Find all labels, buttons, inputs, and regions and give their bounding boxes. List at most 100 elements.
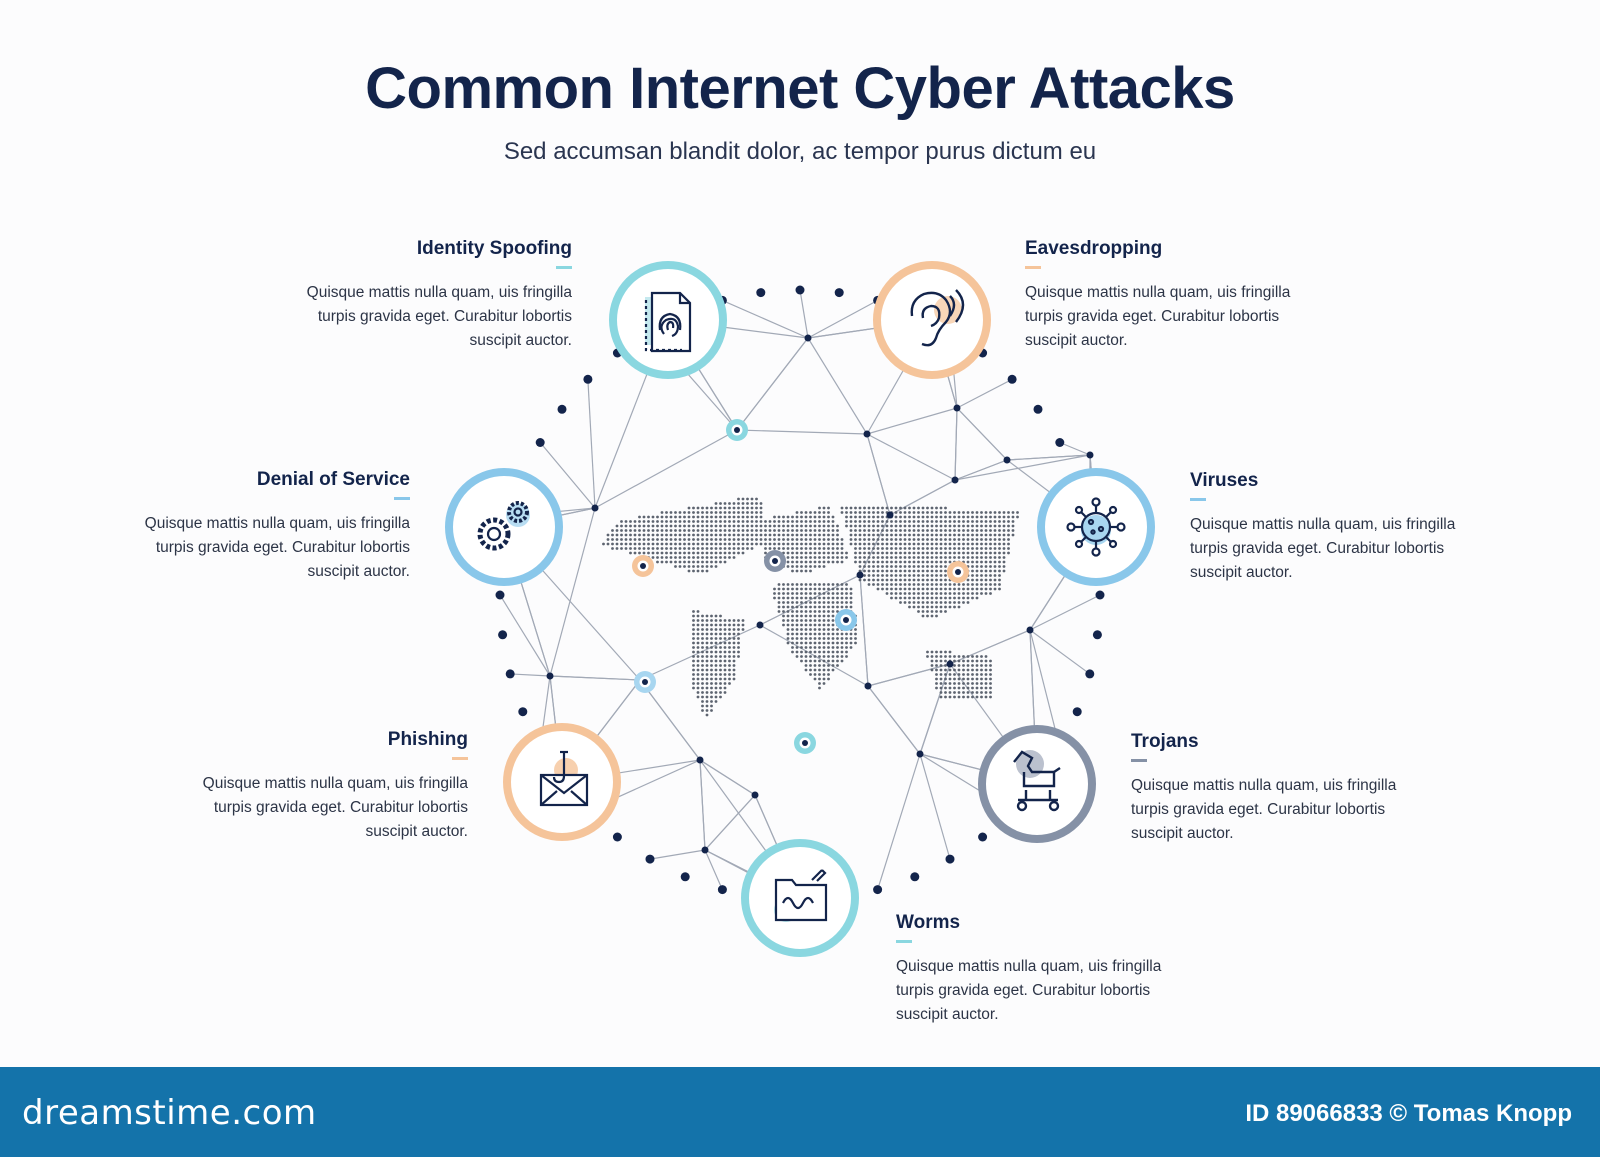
map-dot xyxy=(966,659,970,663)
map-dot xyxy=(899,506,902,510)
eavesdropping-circle xyxy=(873,261,991,379)
map-dot xyxy=(701,614,704,618)
map-dot xyxy=(755,520,758,523)
map-dot xyxy=(917,551,920,555)
map-dot xyxy=(687,565,691,568)
map-dot xyxy=(899,556,902,559)
map-dot xyxy=(935,515,938,519)
map-dot xyxy=(989,592,992,595)
map-dot xyxy=(822,583,826,586)
map-dot xyxy=(980,592,983,595)
map-dot xyxy=(755,533,758,537)
map-dot xyxy=(750,502,754,505)
map-dot xyxy=(795,511,799,514)
map-dot xyxy=(930,524,934,528)
network-line xyxy=(699,759,706,851)
map-dot xyxy=(989,682,992,685)
ring-dot xyxy=(1092,630,1102,640)
map-dot xyxy=(705,655,709,658)
map-dot xyxy=(804,650,808,654)
map-dot xyxy=(813,659,817,663)
map-dot xyxy=(701,673,704,676)
map-dot xyxy=(656,551,659,555)
map-dot xyxy=(773,529,776,532)
map-dot xyxy=(786,556,790,559)
map-dot xyxy=(840,556,844,559)
map-dot xyxy=(845,605,848,609)
map-dot xyxy=(863,565,866,568)
map-dot xyxy=(714,632,718,636)
map-dot xyxy=(804,583,808,586)
map-dot xyxy=(800,551,803,555)
map-dot xyxy=(692,565,695,568)
map-dot xyxy=(872,542,875,546)
map-dot xyxy=(899,538,902,541)
map-dot xyxy=(966,655,970,658)
map-dot xyxy=(719,515,722,519)
map-dot xyxy=(849,646,853,649)
map-dot xyxy=(966,677,970,681)
map-dot xyxy=(818,524,821,528)
network-line xyxy=(807,337,868,435)
brand-logo[interactable]: dreamstime.com xyxy=(22,1093,317,1133)
map-dot xyxy=(1002,529,1006,532)
map-dot xyxy=(885,538,889,541)
map-dot xyxy=(989,578,992,582)
map-dot xyxy=(813,637,817,640)
map-dot xyxy=(971,520,974,523)
map-dot xyxy=(678,533,682,537)
map-dot xyxy=(791,628,794,631)
map-dot xyxy=(723,682,727,685)
map-dot xyxy=(872,556,875,559)
map-dot xyxy=(849,511,853,514)
map-dot xyxy=(710,619,713,622)
map-dot xyxy=(620,538,623,541)
map-dot xyxy=(953,668,956,672)
network-diagram xyxy=(445,261,1155,957)
map-dot xyxy=(962,659,965,663)
denial-of-service-circle xyxy=(445,468,563,586)
map-dot xyxy=(908,560,911,564)
map-dot xyxy=(746,542,749,546)
map-dot xyxy=(912,529,916,532)
map-dot xyxy=(786,583,790,586)
location-pin-center xyxy=(734,427,740,433)
map-dot xyxy=(917,569,920,573)
map-dot xyxy=(944,565,947,568)
map-dot xyxy=(728,664,731,667)
map-dot xyxy=(840,547,844,550)
map-dot xyxy=(809,556,812,559)
map-dot xyxy=(957,655,961,658)
map-dot xyxy=(795,601,799,604)
map-dot xyxy=(773,524,776,528)
map-dot xyxy=(971,542,974,546)
map-dot xyxy=(669,542,673,546)
map-dot xyxy=(831,619,835,622)
map-dot xyxy=(935,506,938,510)
map-dot xyxy=(696,623,700,627)
map-dot xyxy=(876,515,880,519)
map-dot xyxy=(836,650,839,654)
map-dot xyxy=(642,520,646,523)
map-dot xyxy=(701,695,704,699)
map-dot xyxy=(1002,533,1006,537)
map-dot xyxy=(899,533,902,537)
map-dot xyxy=(696,659,700,663)
map-dot xyxy=(732,646,736,649)
map-dot xyxy=(989,583,992,586)
map-dot xyxy=(863,569,866,573)
map-dot xyxy=(638,533,641,537)
map-dot xyxy=(831,583,835,586)
map-dot xyxy=(710,520,713,523)
map-dot xyxy=(678,547,682,550)
map-dot xyxy=(1016,511,1019,514)
map-dot xyxy=(872,538,875,541)
map-dot xyxy=(966,601,970,604)
map-dot xyxy=(971,691,974,694)
map-dot xyxy=(998,556,1001,559)
map-dot xyxy=(876,578,880,582)
map-dot xyxy=(962,533,965,537)
map-dot xyxy=(696,628,700,631)
map-dot xyxy=(926,515,929,519)
map-dot xyxy=(750,538,754,541)
